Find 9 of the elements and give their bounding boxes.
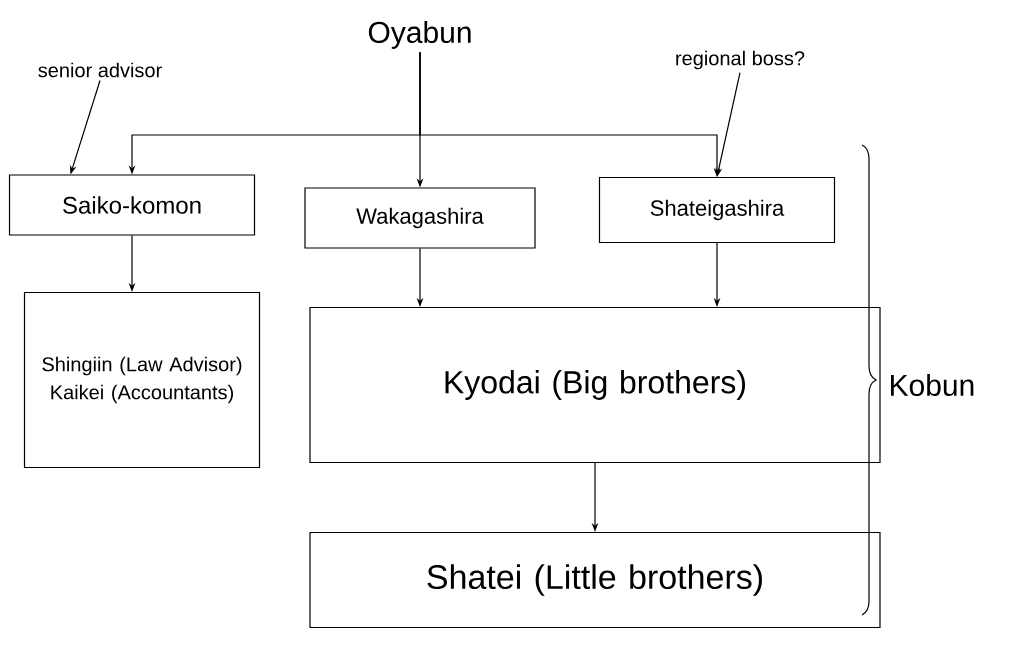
annotation-text: regional boss? bbox=[676, 50, 805, 70]
role-box: Shateigashira bbox=[598, 176, 836, 244]
annotation-text: senior advisor bbox=[38, 62, 162, 78]
role-box: Shatei (Little brothers) bbox=[309, 531, 881, 629]
role-box: Kyodai (Big brothers) bbox=[309, 306, 881, 464]
role-box: Wakagashira bbox=[304, 187, 536, 249]
role-box: Shingiin (Law Advisor) Kaikei (Accountants) bbox=[23, 291, 261, 469]
annotation-text: Oyabun bbox=[368, 21, 471, 49]
role-box: Saiko-komon bbox=[8, 174, 256, 236]
